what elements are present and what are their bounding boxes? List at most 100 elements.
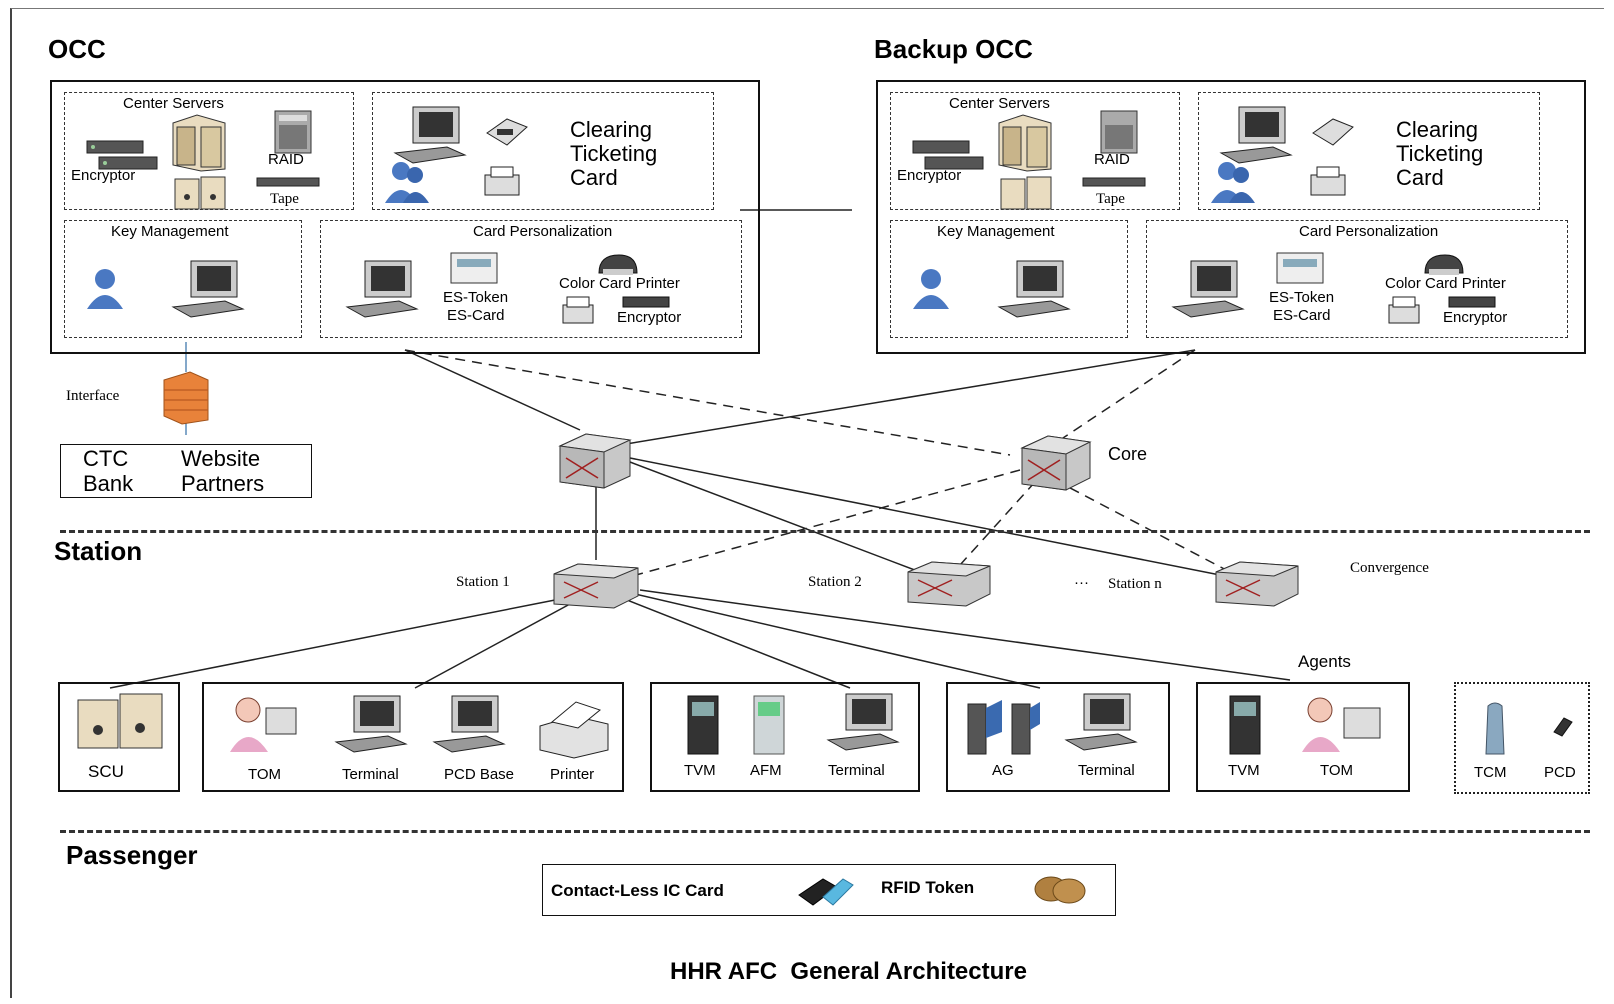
server-icon <box>172 114 226 172</box>
station-switch-icon <box>553 563 639 609</box>
printer-icon <box>1310 166 1346 196</box>
raid-icon <box>1100 110 1138 154</box>
users-icon <box>385 162 429 203</box>
ctc-label: CTC <box>83 446 129 471</box>
key-management-label: Key Management <box>937 223 1055 240</box>
workstation-icon <box>393 106 467 164</box>
tvm-icon <box>687 695 719 755</box>
card-label: Card <box>570 165 618 190</box>
tcm-icon <box>1485 702 1505 755</box>
key-management-group: Key Management <box>64 220 302 338</box>
ellipsis-label: ··· <box>1074 574 1089 591</box>
raid-label: RAID <box>1094 151 1130 168</box>
es-machine-icon <box>1276 252 1324 284</box>
bank-label: Bank <box>83 471 134 496</box>
encryptor-label: Encryptor <box>897 167 962 184</box>
tvm-label: TVM <box>684 762 716 779</box>
station-devices-box-3: AG Terminal <box>946 682 1170 792</box>
tom-operator-icon <box>1302 697 1381 752</box>
server-small-icon <box>1000 176 1052 210</box>
raid-label: RAID <box>268 151 304 168</box>
station1-label: Station 1 <box>456 574 510 590</box>
interface-label: Interface <box>66 388 120 404</box>
tom-operator-icon <box>230 697 297 752</box>
color-card-printer-icon <box>1424 254 1464 275</box>
tcm-label: TCM <box>1474 764 1507 781</box>
ticketing-label: Ticketing <box>1396 141 1484 166</box>
card-personalization-group: Card Personalization ES-Token ES-Card Co… <box>1146 220 1568 338</box>
encryptor2-label: Encryptor <box>617 309 682 326</box>
pcd-icon <box>1553 717 1573 737</box>
occ-title: OCC <box>48 34 106 64</box>
workstation-icon <box>1171 260 1245 318</box>
scu-box: SCU <box>58 682 180 792</box>
scu-server-icon <box>77 693 163 749</box>
station-switch-icon <box>907 561 991 607</box>
color-card-printer-label: Color Card Printer <box>1385 275 1506 292</box>
users-icon <box>1211 162 1255 203</box>
rfid-token-icon <box>1034 876 1086 904</box>
es-card-label: ES-Card <box>1273 307 1331 324</box>
passenger-separator <box>60 830 1590 833</box>
afm-label: AFM <box>750 762 782 779</box>
clearing-group: Clearing Ticketing Card <box>372 92 714 210</box>
portable-devices-box: TCM PCD <box>1454 682 1590 794</box>
station-separator <box>60 530 1590 533</box>
afm-icon <box>753 695 785 755</box>
user-icon <box>913 269 949 309</box>
tape-icon <box>1082 177 1146 187</box>
card-label: Card <box>1396 165 1444 190</box>
station-switch-icon <box>1215 561 1299 607</box>
agents-label: Agents <box>1298 652 1351 671</box>
clearing-label: Clearing <box>570 117 652 142</box>
color-card-printer-icon <box>598 254 638 275</box>
server-icon <box>998 114 1052 172</box>
passenger-media-box: Contact-Less IC Card RFID Token <box>542 864 1116 916</box>
raid-icon <box>274 110 312 154</box>
card-reader-icon <box>1312 118 1354 146</box>
key-management-label: Key Management <box>111 223 229 240</box>
printer-icon <box>539 701 609 759</box>
key-management-group: Key Management <box>890 220 1128 338</box>
color-card-printer-label: Color Card Printer <box>559 275 680 292</box>
diagram-frame <box>10 8 1604 998</box>
workstation-icon <box>997 260 1071 318</box>
user-icon <box>87 269 123 309</box>
card-personalization-group: Card Personalization ES-Token ES-Card Co… <box>320 220 742 338</box>
pcd-base-label: PCD Base <box>444 766 515 783</box>
terminal-icon <box>334 695 408 753</box>
network-rack-icon <box>912 140 984 170</box>
ic-card-icon <box>798 878 854 906</box>
workstation-icon <box>1219 106 1293 164</box>
network-rack-icon <box>86 140 158 170</box>
pcd-label: PCD <box>1544 764 1576 781</box>
tape-label: Tape <box>270 191 299 207</box>
tape-label: Tape <box>1096 191 1125 207</box>
workstation-icon <box>345 260 419 318</box>
agents-devices-box: TVM TOM <box>1196 682 1410 792</box>
card-personalization-label: Card Personalization <box>473 223 613 240</box>
server-small-icon <box>174 176 226 210</box>
printer-icon <box>484 166 520 196</box>
backup-occ-title: Backup OCC <box>874 34 1033 64</box>
ag-gate-icon <box>967 700 1040 755</box>
website-label: Website <box>181 446 261 471</box>
partners-label: Partners <box>181 471 265 496</box>
firewall-icon <box>163 371 209 425</box>
clearing-group: Clearing Ticketing Card <box>1198 92 1540 210</box>
tvm-icon <box>1229 695 1261 755</box>
card-reader-icon <box>486 118 528 146</box>
encryptor-device-icon <box>622 296 670 308</box>
center-servers-label: Center Servers <box>123 95 224 112</box>
terminal-label: Terminal <box>1078 762 1135 779</box>
tom-label: TOM <box>248 766 282 783</box>
es-machine-icon <box>450 252 498 284</box>
occ-box: Center Servers Encryptor RAID Tape <box>50 80 760 354</box>
core-label: Core <box>1108 444 1148 464</box>
encryptor-device-icon <box>1448 296 1496 308</box>
printer-label: Printer <box>550 766 595 783</box>
terminal-label: Terminal <box>828 762 885 779</box>
es-token-label: ES-Token <box>1269 289 1335 306</box>
station-n-label: Station n <box>1108 576 1162 592</box>
